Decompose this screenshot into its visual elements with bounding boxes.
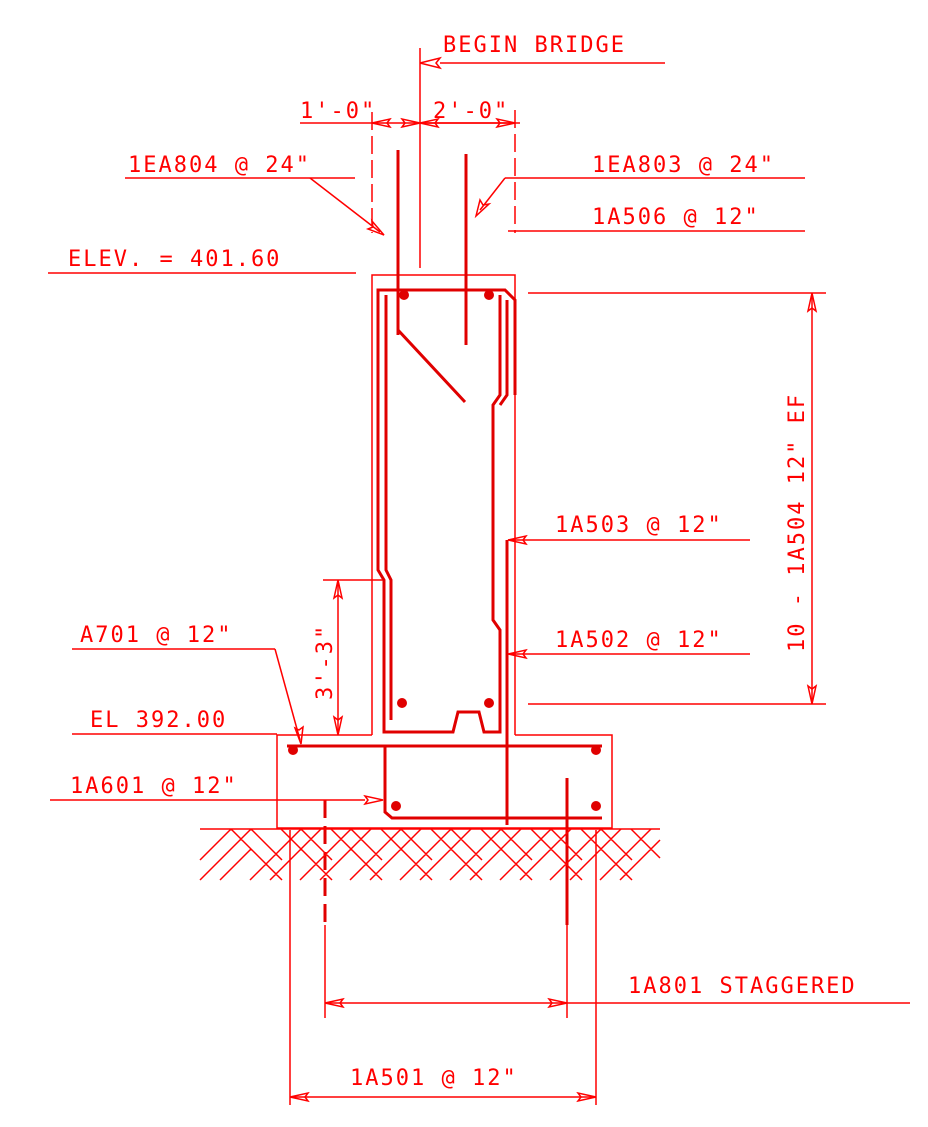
ground-hatch — [199, 828, 661, 881]
dim-3-3: 3'-3" — [313, 579, 383, 736]
callout-ia506: 1A506 @ 12" — [508, 205, 805, 232]
iea803-label: 1EA803 @ 24" — [592, 153, 775, 178]
callout-elev-top: ELEV. = 401.60 — [48, 247, 356, 274]
callout-ia503: 1A503 @ 12" — [507, 513, 750, 546]
ia506-label: 1A506 @ 12" — [592, 205, 760, 230]
dim-3-3-label: 3'-3" — [313, 624, 338, 700]
ia504-label: 10 - 1A504 12" EF — [785, 393, 810, 652]
elev-top-label: ELEV. = 401.60 — [68, 247, 281, 272]
stem-wall — [371, 274, 516, 735]
footing-cage — [287, 744, 602, 925]
dim-ia501: 1A501 @ 12" — [289, 830, 597, 1105]
callout-ia502: 1A502 @ 12" — [507, 628, 750, 660]
begin-bridge-label: BEGIN BRIDGE — [443, 33, 626, 58]
callout-el-bottom: EL 392.00 — [72, 708, 277, 735]
dim-right-label: 2'-0" — [433, 99, 509, 124]
callout-ia601: 1A601 @ 12" — [50, 774, 384, 806]
a701-label: A701 @ 12" — [80, 623, 232, 648]
footing — [276, 734, 613, 829]
el-bottom-label: EL 392.00 — [90, 708, 227, 733]
ia801-label: 1A801 STAGGERED — [628, 974, 857, 999]
ia501-label: 1A501 @ 12" — [350, 1066, 518, 1091]
callout-a701: A701 @ 12" — [72, 623, 304, 745]
begin-bridge-callout: BEGIN BRIDGE — [419, 33, 665, 268]
dim-left-label: 1'-0" — [300, 99, 376, 124]
ia502-label: 1A502 @ 12" — [555, 628, 723, 653]
iea804-label: 1EA804 @ 24" — [128, 153, 311, 178]
dim-ia801: 1A801 STAGGERED — [324, 925, 910, 1018]
callout-iea803: 1EA803 @ 24" — [474, 153, 805, 219]
stem-cage — [376, 288, 517, 825]
callout-iea804: 1EA804 @ 24" — [125, 153, 385, 236]
ia503-label: 1A503 @ 12" — [555, 513, 723, 538]
dowel-bars — [396, 150, 468, 345]
ia601-label: 1A601 @ 12" — [70, 774, 238, 799]
top-dimension: 1'-0" 2'-0" — [300, 99, 520, 233]
dim-ia504: 10 - 1A504 12" EF — [528, 292, 826, 705]
